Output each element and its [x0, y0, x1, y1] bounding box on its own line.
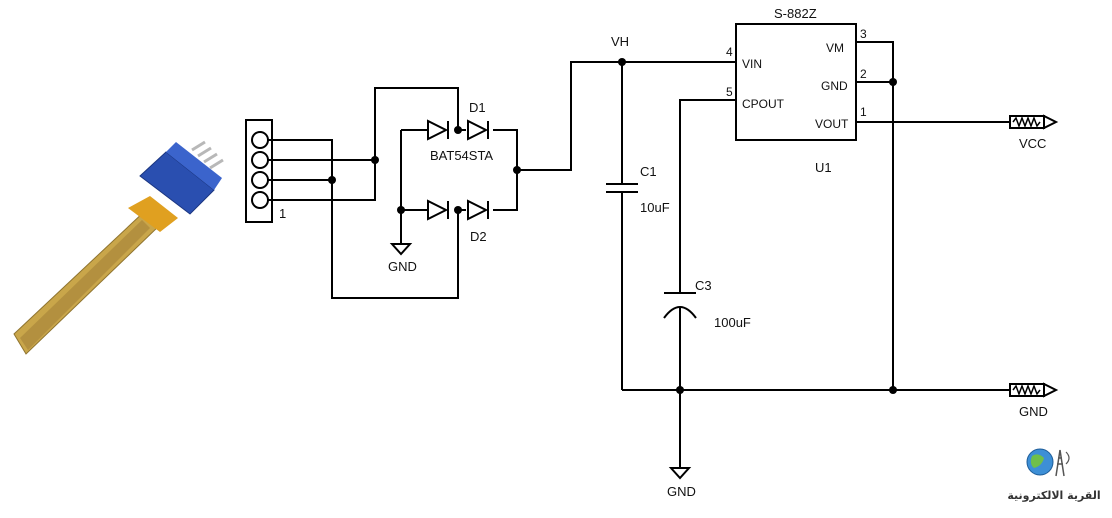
gnd-out-label: GND: [1019, 404, 1048, 419]
connector-pin1-label: 1: [279, 206, 286, 221]
junction-dot: [371, 156, 379, 164]
vh-label: VH: [611, 34, 629, 49]
ic-u1-body: [735, 23, 857, 141]
junction-dot: [676, 386, 684, 394]
connector: [245, 119, 273, 223]
vcc-label: VCC: [1019, 136, 1046, 151]
c3-value: 100uF: [714, 315, 751, 330]
c3-label: C3: [695, 278, 712, 293]
pin-vm-label: VM: [826, 41, 844, 55]
gnd-terminal: [1009, 382, 1059, 398]
ic-name: S-882Z: [774, 6, 817, 21]
logo-text: القرية الالكترونية: [1007, 489, 1101, 502]
junction-dot: [328, 176, 336, 184]
connector-wires: [268, 87, 459, 299]
globe-tower-icon: [1026, 448, 1070, 477]
pin-vin-label: VIN: [742, 57, 762, 71]
ground-symbol: [668, 467, 692, 480]
junction-dot: [397, 206, 405, 214]
diode-part-label: BAT54STA: [430, 148, 493, 163]
junction-dot: [454, 126, 462, 134]
ic-ref: U1: [815, 160, 832, 175]
c1-value: 10uF: [640, 200, 670, 215]
capacitor-c3: [663, 292, 697, 468]
pin-number-5: 5: [726, 85, 733, 99]
junction-dot: [889, 386, 897, 394]
cpout-wire: [679, 99, 736, 292]
pin-number-4: 4: [726, 45, 733, 59]
pin-number-3: 3: [860, 27, 867, 41]
vh-wire: [517, 61, 736, 171]
d1-label: D1: [469, 100, 486, 115]
gnd-bottom-label: GND: [667, 484, 696, 499]
c1-label: C1: [640, 164, 657, 179]
junction-dot: [889, 78, 897, 86]
connector-pin-circle: [251, 151, 269, 169]
connector-pin-circle: [251, 191, 269, 209]
vm-wire: [856, 41, 894, 390]
d2-label: D2: [470, 229, 487, 244]
pin-number-2: 2: [860, 67, 867, 81]
pin-vout-label: VOUT: [815, 117, 849, 131]
pin-gnd-label: GND: [821, 79, 848, 93]
capacitor-c1: [606, 62, 638, 390]
ground-symbol: [389, 243, 413, 256]
pin-cpout-label: CPOUT: [742, 97, 785, 111]
gnd-diode-label: GND: [388, 259, 417, 274]
junction-dot: [454, 206, 462, 214]
piezo-sensor-image: [13, 140, 224, 355]
connector-pin-circle: [251, 131, 269, 149]
pin-number-1: 1: [860, 105, 867, 119]
connector-pin-circle: [251, 171, 269, 189]
vcc-terminal: [1009, 114, 1059, 130]
